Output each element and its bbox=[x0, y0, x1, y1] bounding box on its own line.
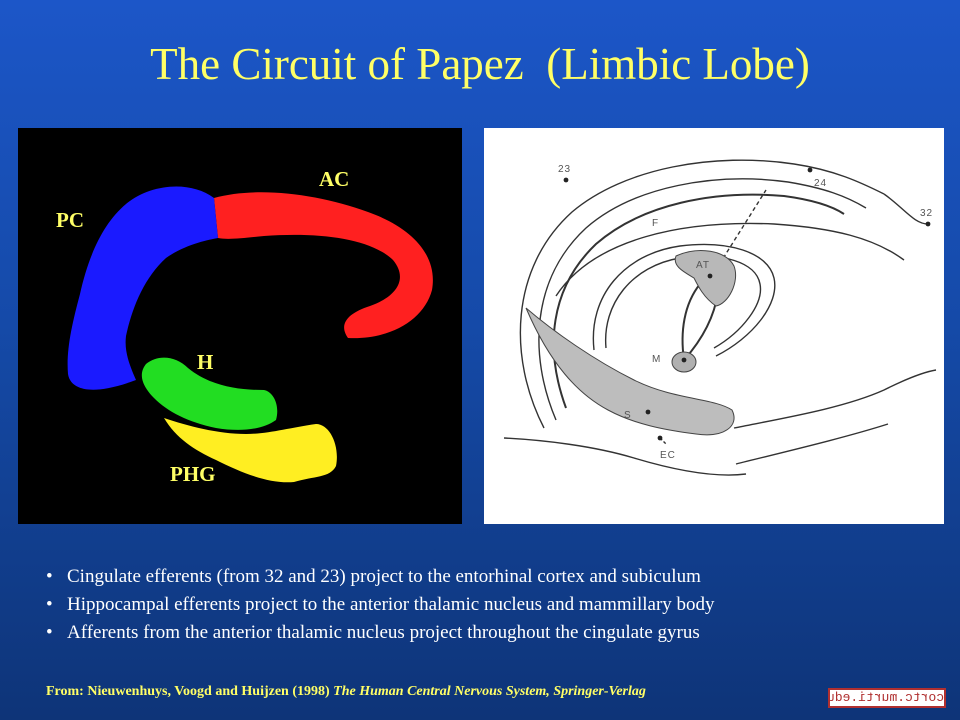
bullet-text: Cingulate efferents (from 32 and 23) pro… bbox=[67, 566, 701, 587]
temporal-contour bbox=[503, 437, 747, 476]
hemisphere-contour bbox=[883, 193, 929, 225]
diagram-label-m: M bbox=[652, 354, 662, 365]
anterior-cingulate-region bbox=[214, 192, 433, 339]
node-24-dot bbox=[807, 167, 813, 173]
papez-circuit-diagram: 23 24 32 F AT M S EC bbox=[484, 128, 944, 524]
papez-diagram-svg bbox=[503, 159, 937, 476]
slide-title: The Circuit of Papez (Limbic Lobe) bbox=[150, 39, 810, 89]
brainstem-contour bbox=[733, 369, 937, 429]
label-h: H bbox=[197, 350, 214, 374]
source-citation: From: Nieuwenhuys, Voogd and Huijzen (19… bbox=[46, 684, 646, 700]
callosum-outline bbox=[555, 222, 905, 297]
bullet-list: • Cingulate efferents (from 32 and 23) pr… bbox=[46, 563, 715, 647]
bullet-text: Hippocampal efferents project to the ant… bbox=[67, 594, 715, 615]
diagram-label-f: F bbox=[652, 218, 660, 229]
parahippocampal-region bbox=[164, 418, 337, 483]
posterior-cingulate-region bbox=[67, 186, 218, 390]
diagram-label-23: 23 bbox=[558, 164, 572, 175]
label-pc: PC bbox=[56, 208, 84, 232]
node-m-dot bbox=[681, 357, 687, 363]
fornix-loop bbox=[592, 243, 776, 357]
node-at-dot bbox=[707, 273, 713, 279]
source-prefix: From: Nieuwenhuys, Voogd and Huijzen (19… bbox=[46, 684, 334, 699]
diagram-label-24: 24 bbox=[814, 178, 828, 189]
bullet-dot: • bbox=[46, 594, 53, 615]
node-32-dot bbox=[925, 221, 931, 227]
bullet-item: • Afferents from the anterior thalamic nu… bbox=[46, 619, 715, 647]
cingulate-outline bbox=[519, 159, 885, 429]
source-publisher: Springer-Verlag bbox=[549, 684, 646, 699]
limbic-lobe-rendering: PC AC H PHG bbox=[18, 128, 462, 524]
bullet-dot: • bbox=[46, 566, 53, 587]
node-23-dot bbox=[563, 177, 569, 183]
diagram-label-at: AT bbox=[696, 260, 711, 271]
brainstem-contour-lower bbox=[735, 423, 889, 465]
node-ec-dot bbox=[657, 435, 663, 441]
watermark-badge: cortc.murti.edu bbox=[827, 688, 946, 708]
hippocampus-region bbox=[141, 357, 278, 430]
diagram-label-32: 32 bbox=[920, 208, 934, 219]
label-phg: PHG bbox=[170, 462, 216, 486]
node-s-dot bbox=[645, 409, 651, 415]
bullet-item: • Cingulate efferents (from 32 and 23) pr… bbox=[46, 563, 715, 591]
hippocampal-formation-shape bbox=[525, 307, 735, 436]
label-ac: AC bbox=[319, 167, 350, 191]
diagram-label-s: S bbox=[624, 410, 632, 421]
anterior-thalamus-shape bbox=[674, 250, 736, 307]
bullet-item: • Hippocampal efferents project to the an… bbox=[46, 591, 715, 619]
source-book-title: The Human Central Nervous System, bbox=[333, 684, 550, 699]
bullet-dot: • bbox=[46, 622, 53, 643]
limbic-lobe-svg bbox=[67, 186, 433, 483]
bullet-text: Afferents from the anterior thalamic nuc… bbox=[67, 622, 700, 643]
diagram-label-ec: EC bbox=[660, 450, 676, 461]
